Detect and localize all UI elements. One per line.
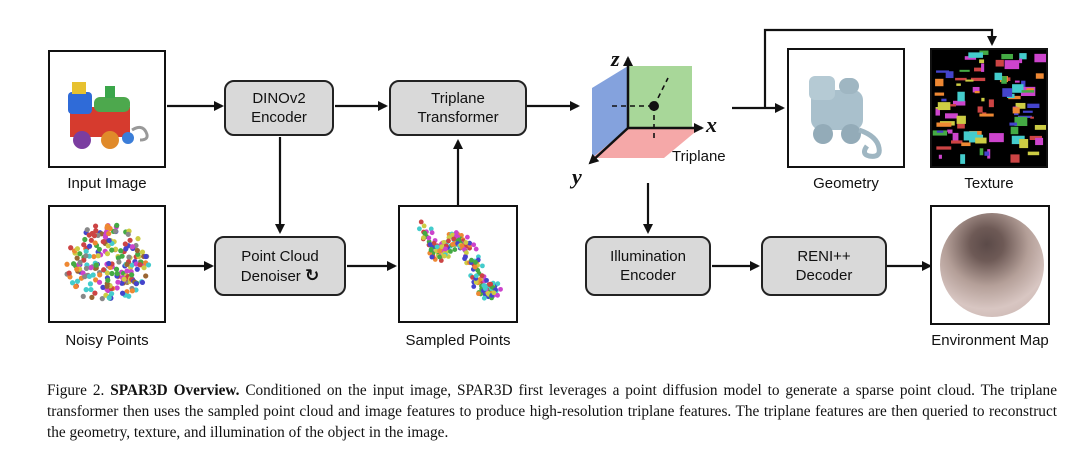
axis-y-label: y (572, 164, 582, 189)
triplane-illustration (588, 56, 704, 165)
noisy-points-frame (48, 205, 166, 323)
texture-atlas-image (932, 50, 1046, 164)
reni-decoder-line1: RENI++ (797, 248, 851, 265)
reni-decoder-line2: Decoder (795, 267, 853, 284)
illumination-encoder-block: Illumination Encoder (585, 236, 711, 296)
noisy-points-label: Noisy Points (65, 332, 149, 349)
noisy-points-image (64, 222, 152, 302)
triplane-transformer-line2: Transformer (417, 109, 499, 126)
point-cloud-denoiser-block: Point Cloud Denoiser ↻ (214, 236, 346, 296)
triplane-transformer-line1: Triplane (431, 90, 485, 107)
texture-label: Texture (964, 175, 1014, 192)
toy-train-image (68, 82, 149, 149)
refresh-cycle-icon: ↻ (304, 265, 320, 285)
environment-map-label: Environment Map (931, 332, 1049, 349)
sampled-points-image (416, 219, 503, 301)
reni-decoder-block: RENI++ Decoder (761, 236, 887, 296)
denoiser-line2: Denoiser (240, 267, 301, 285)
environment-map-sphere (940, 213, 1044, 317)
diagram-connectors (167, 28, 997, 271)
pipeline-diagram: Input Image Noisy Points DINOv2 Encoder … (48, 28, 1050, 349)
caption-body: Conditioned on the input image, SPAR3D f… (47, 382, 1057, 441)
denoiser-line2-row: Denoiser ↻ (241, 266, 319, 286)
sampled-points-label: Sampled Points (405, 332, 511, 349)
geometry-frame (787, 48, 905, 168)
dinov2-encoder-line1: DINOv2 (252, 90, 306, 107)
input-image-frame (48, 50, 166, 168)
caption-title: SPAR3D Overview. (110, 382, 240, 399)
arrow-triplane-to-texture (763, 28, 997, 108)
texture-frame (930, 48, 1048, 168)
dinov2-encoder-block: DINOv2 Encoder (224, 80, 334, 136)
axis-z-label: z (611, 46, 620, 71)
geometry-label: Geometry (813, 175, 879, 192)
dinov2-encoder-line2: Encoder (251, 109, 307, 126)
sampled-points-frame (398, 205, 518, 323)
triplane-label: Triplane (672, 148, 726, 165)
figure-caption: Figure 2. SPAR3D Overview. Conditioned o… (47, 380, 1057, 443)
geometry-render-image (809, 76, 882, 159)
triplane-transformer-block: Triplane Transformer (389, 80, 527, 136)
axis-x-label: x (706, 112, 717, 137)
illumination-encoder-line1: Illumination (610, 248, 686, 265)
environment-map-frame (930, 205, 1050, 325)
denoiser-line1: Point Cloud (241, 247, 319, 265)
illumination-encoder-line2: Encoder (620, 267, 676, 284)
caption-prefix: Figure 2. (47, 382, 105, 399)
input-image-label: Input Image (67, 175, 147, 192)
